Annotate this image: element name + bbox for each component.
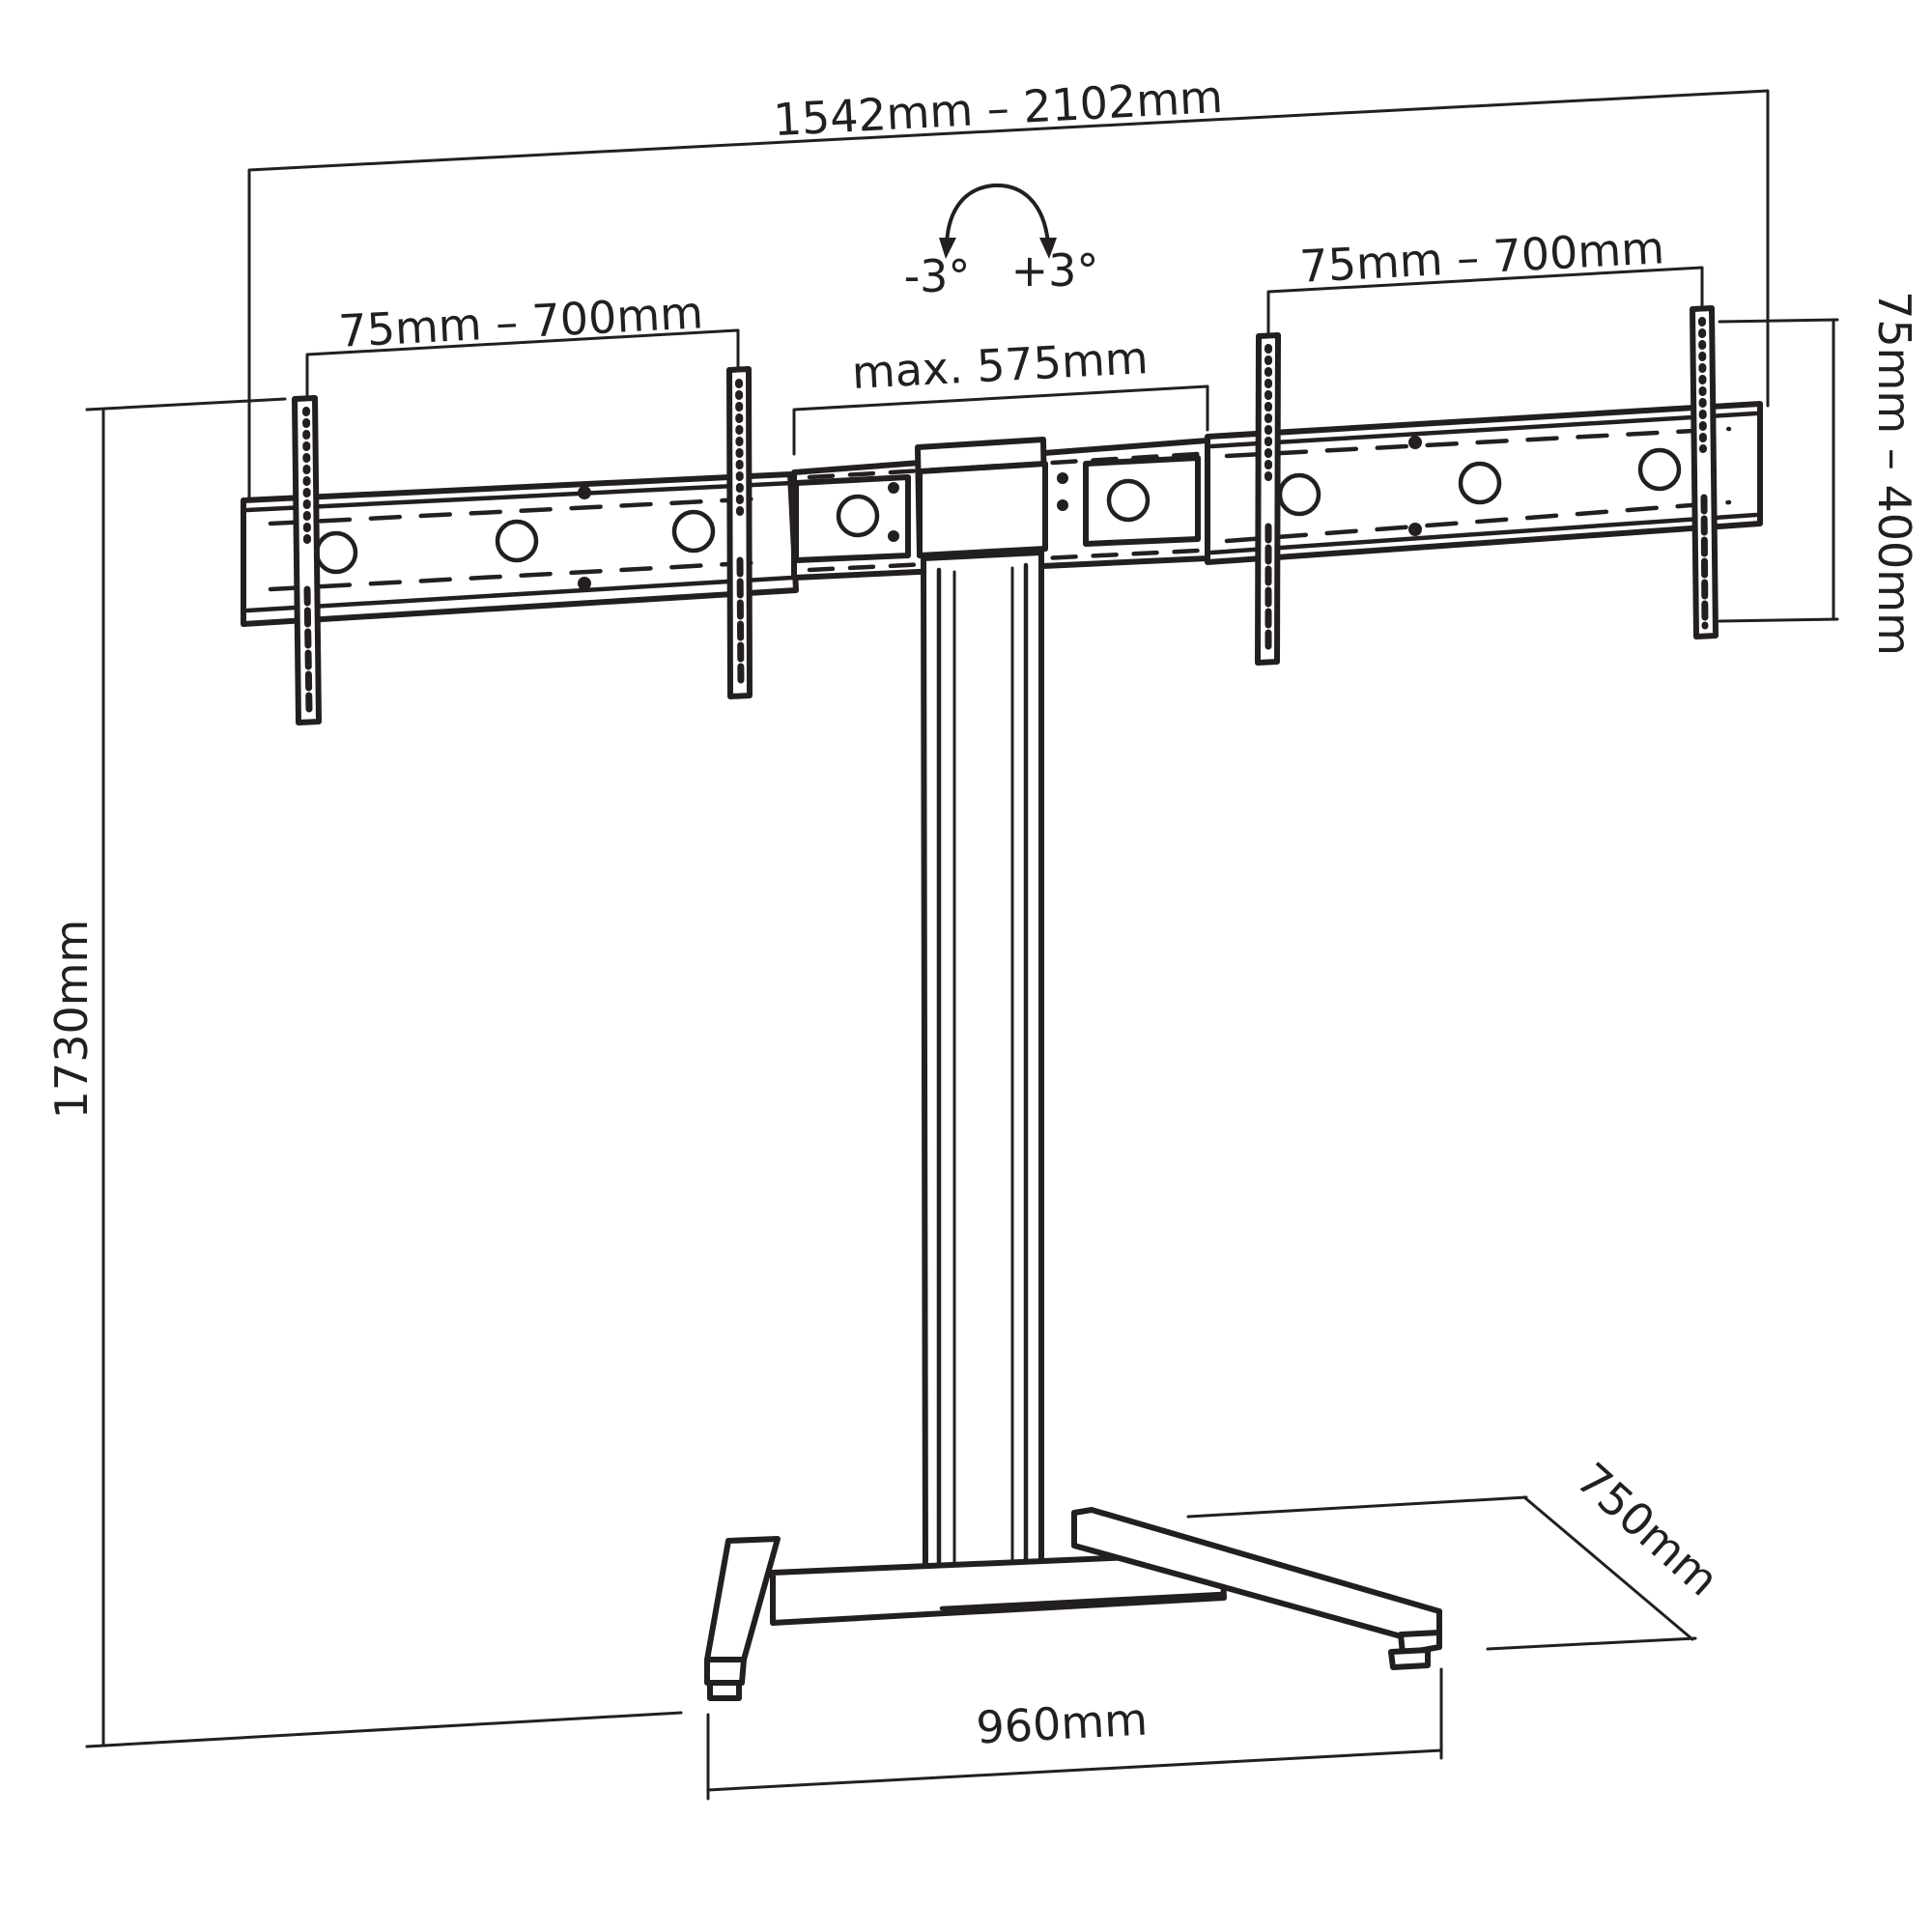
rail-bolt xyxy=(888,530,899,542)
height-label: 1730mm xyxy=(45,920,98,1120)
column-body xyxy=(921,550,1044,1581)
tilt-plus-label: +3° xyxy=(1011,244,1099,297)
rail-bolt xyxy=(1057,472,1068,484)
base-depth-line xyxy=(1522,1495,1694,1641)
rail-slot-row xyxy=(1224,426,1732,459)
vesa-vertical-bottom-extension xyxy=(1718,617,1839,623)
tilt-arrow-icon xyxy=(939,183,1057,259)
base-foot-right-leveler xyxy=(1388,1647,1431,1670)
base xyxy=(704,1507,1442,1701)
max-gap-label: max. 575mm xyxy=(851,331,1150,399)
rail-slot-row xyxy=(807,451,1201,480)
rail-right-edge-bottom xyxy=(1208,512,1759,555)
rail-hole xyxy=(671,509,716,554)
rail-center-plate-left xyxy=(793,474,911,563)
rail-left-edge-bottom xyxy=(244,575,795,613)
vesa-vertical-label: 75mm – 400mm xyxy=(1868,291,1920,656)
rail-slot-row xyxy=(268,559,766,592)
rail-hole xyxy=(1458,461,1502,505)
rail-hole xyxy=(1637,447,1682,492)
vesa-arm-right-inner xyxy=(1255,332,1281,666)
height-top-extension xyxy=(85,397,287,412)
base-foot-left xyxy=(704,1536,781,1662)
base-depth-label: 750mm xyxy=(1567,1453,1729,1606)
rail-right-section xyxy=(1205,401,1763,565)
vesa-horizontal-right-line xyxy=(1266,266,1704,338)
height-bottom-extension xyxy=(85,1711,683,1748)
base-crossbar xyxy=(770,1550,1227,1626)
rail-bolt xyxy=(1408,436,1422,449)
max-gap-line xyxy=(792,384,1209,456)
rail-bolt xyxy=(888,482,899,494)
vesa-arm-left-inner xyxy=(726,366,753,699)
rail-bolt xyxy=(578,486,591,499)
vesa-arm-left-outer xyxy=(292,395,322,725)
dimension-lines xyxy=(85,89,1839,1801)
overall-width-dimension-line xyxy=(247,89,1770,499)
overall-width-label: 1542mm – 2102mm xyxy=(772,71,1224,146)
rail-bolt xyxy=(1408,523,1422,536)
rail-left-edge-top xyxy=(244,480,795,513)
rail-center-plate-right xyxy=(1083,455,1201,547)
base-depth-bottom-extension xyxy=(1486,1636,1697,1651)
vesa-horizontal-left-line xyxy=(305,328,740,398)
rail-slot-row xyxy=(1224,499,1732,544)
mounting-head-front xyxy=(917,461,1048,558)
vesa-arms xyxy=(292,305,1719,725)
vesa-horizontal-right-label: 75mm – 700mm xyxy=(1298,221,1665,293)
rail-slot-row xyxy=(268,496,766,526)
rail-bolt xyxy=(1057,499,1068,511)
rail-slot-row xyxy=(807,548,1201,573)
tilt-minus-label: -3° xyxy=(904,250,971,302)
base-depth-top-extension xyxy=(1186,1495,1528,1519)
base-width-line xyxy=(706,1748,1443,1792)
base-foot-left-end xyxy=(704,1657,747,1686)
rail-hole xyxy=(1106,478,1151,523)
mounting-rail xyxy=(241,401,1763,627)
vesa-horizontal-left-label: 75mm – 700mm xyxy=(337,286,704,357)
vesa-arm-right-outer xyxy=(1690,305,1719,639)
base-foot-left-leveler xyxy=(707,1680,742,1701)
rail-bolt xyxy=(578,577,591,590)
column xyxy=(921,550,1044,1581)
base-foot-right xyxy=(1071,1507,1442,1650)
rail-right-edge-top xyxy=(1208,411,1759,449)
vesa-vertical-top-extension xyxy=(1718,318,1839,324)
base-width-label: 960mm xyxy=(975,1692,1149,1753)
rail-hole xyxy=(836,494,880,538)
rail-hole xyxy=(495,519,539,563)
